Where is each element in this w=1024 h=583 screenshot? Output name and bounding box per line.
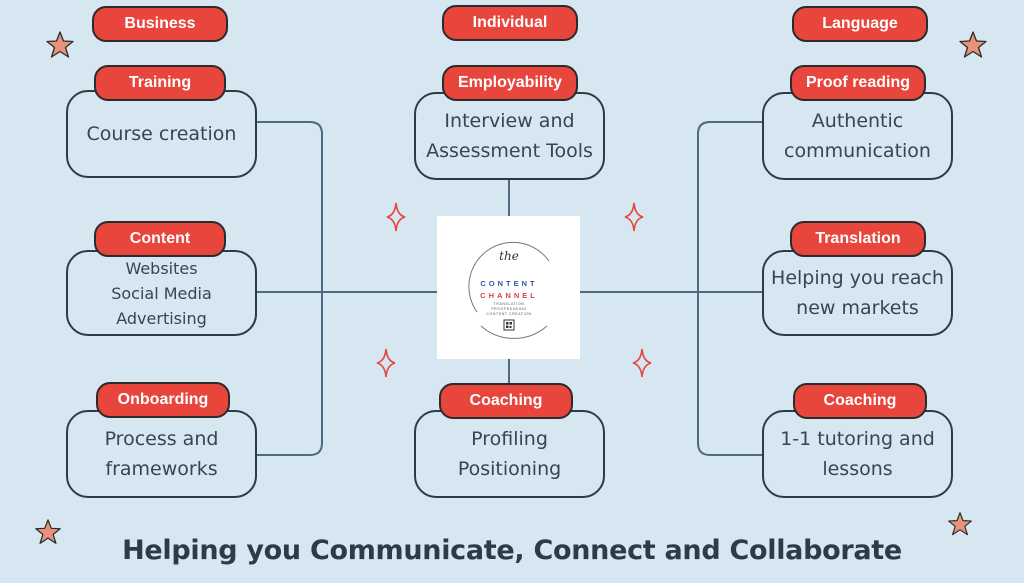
star-icon xyxy=(35,519,61,544)
node-label-coaching-individual: Coaching xyxy=(439,383,573,419)
node-box-coaching-individual: Profiling Positioning xyxy=(414,410,605,498)
star-icon xyxy=(959,31,987,58)
node-text: Assessment Tools xyxy=(426,140,593,162)
node-text: communication xyxy=(784,140,931,162)
connector-training xyxy=(256,121,323,292)
logo-channel-text: CHANNEL xyxy=(480,291,538,300)
node-text: Authentic xyxy=(811,110,904,132)
node-label-employability: Employability xyxy=(442,65,578,101)
node-text: Helping you reach xyxy=(771,267,944,289)
connector-proof-reading xyxy=(697,121,763,292)
node-text: Interview and xyxy=(444,110,575,132)
qr-code-icon xyxy=(503,319,515,331)
content-channel-logo: the CONTENT CHANNEL TRANSLATION PROOFREA… xyxy=(437,216,580,359)
node-label-translation: Translation xyxy=(790,221,926,257)
node-label-onboarding: Onboarding xyxy=(96,382,230,418)
sparkle-icon xyxy=(386,202,406,232)
node-text: Profiling xyxy=(471,428,548,450)
sparkle-icon xyxy=(376,348,396,378)
node-text: Websites xyxy=(125,258,198,278)
node-label-content: Content xyxy=(94,221,226,257)
connector-coaching-language xyxy=(697,292,763,456)
logo-service-text: TRANSLATION xyxy=(494,302,525,306)
connector-onboarding xyxy=(256,292,323,456)
node-box-training: Course creation xyxy=(66,90,257,178)
node-text: Positioning xyxy=(457,458,562,480)
node-text: Process and xyxy=(104,428,219,450)
star-icon xyxy=(948,512,972,536)
logo-service-text: CONTENT CREATION xyxy=(486,312,531,316)
node-box-translation: Helping you reach new markets xyxy=(762,250,953,336)
logo-graphic: the CONTENT CHANNEL TRANSLATION PROOFREA… xyxy=(468,241,550,339)
node-text: Social Media xyxy=(111,283,212,303)
node-label-proof-reading: Proof reading xyxy=(790,65,926,101)
node-box-content: Websites Social Media Advertising xyxy=(66,250,257,336)
footer-title: Helping you Communicate, Connect and Col… xyxy=(122,535,902,566)
node-text: lessons xyxy=(822,458,893,480)
column-header-language: Language xyxy=(792,6,928,42)
column-header-individual: Individual xyxy=(442,5,578,41)
node-box-proof-reading: Authentic communication xyxy=(762,92,953,180)
sparkle-icon xyxy=(624,202,644,232)
sparkle-icon xyxy=(632,348,652,378)
node-text: 1-1 tutoring and xyxy=(780,428,935,450)
node-text: Advertising xyxy=(116,308,207,328)
column-header-business: Business xyxy=(92,6,228,42)
node-text: frameworks xyxy=(105,458,218,480)
node-text: Course creation xyxy=(86,123,237,145)
logo-content-text: CONTENT xyxy=(480,279,537,288)
node-box-onboarding: Process and frameworks xyxy=(66,410,257,498)
logo-the-text: the xyxy=(499,249,519,263)
star-icon xyxy=(46,31,74,58)
node-box-employability: Interview and Assessment Tools xyxy=(414,92,605,180)
node-text: new markets xyxy=(796,297,919,319)
logo-service-text: PROOFREADING xyxy=(491,307,527,311)
node-label-coaching-language: Coaching xyxy=(793,383,927,419)
node-box-coaching-language: 1-1 tutoring and lessons xyxy=(762,410,953,498)
node-label-training: Training xyxy=(94,65,226,101)
